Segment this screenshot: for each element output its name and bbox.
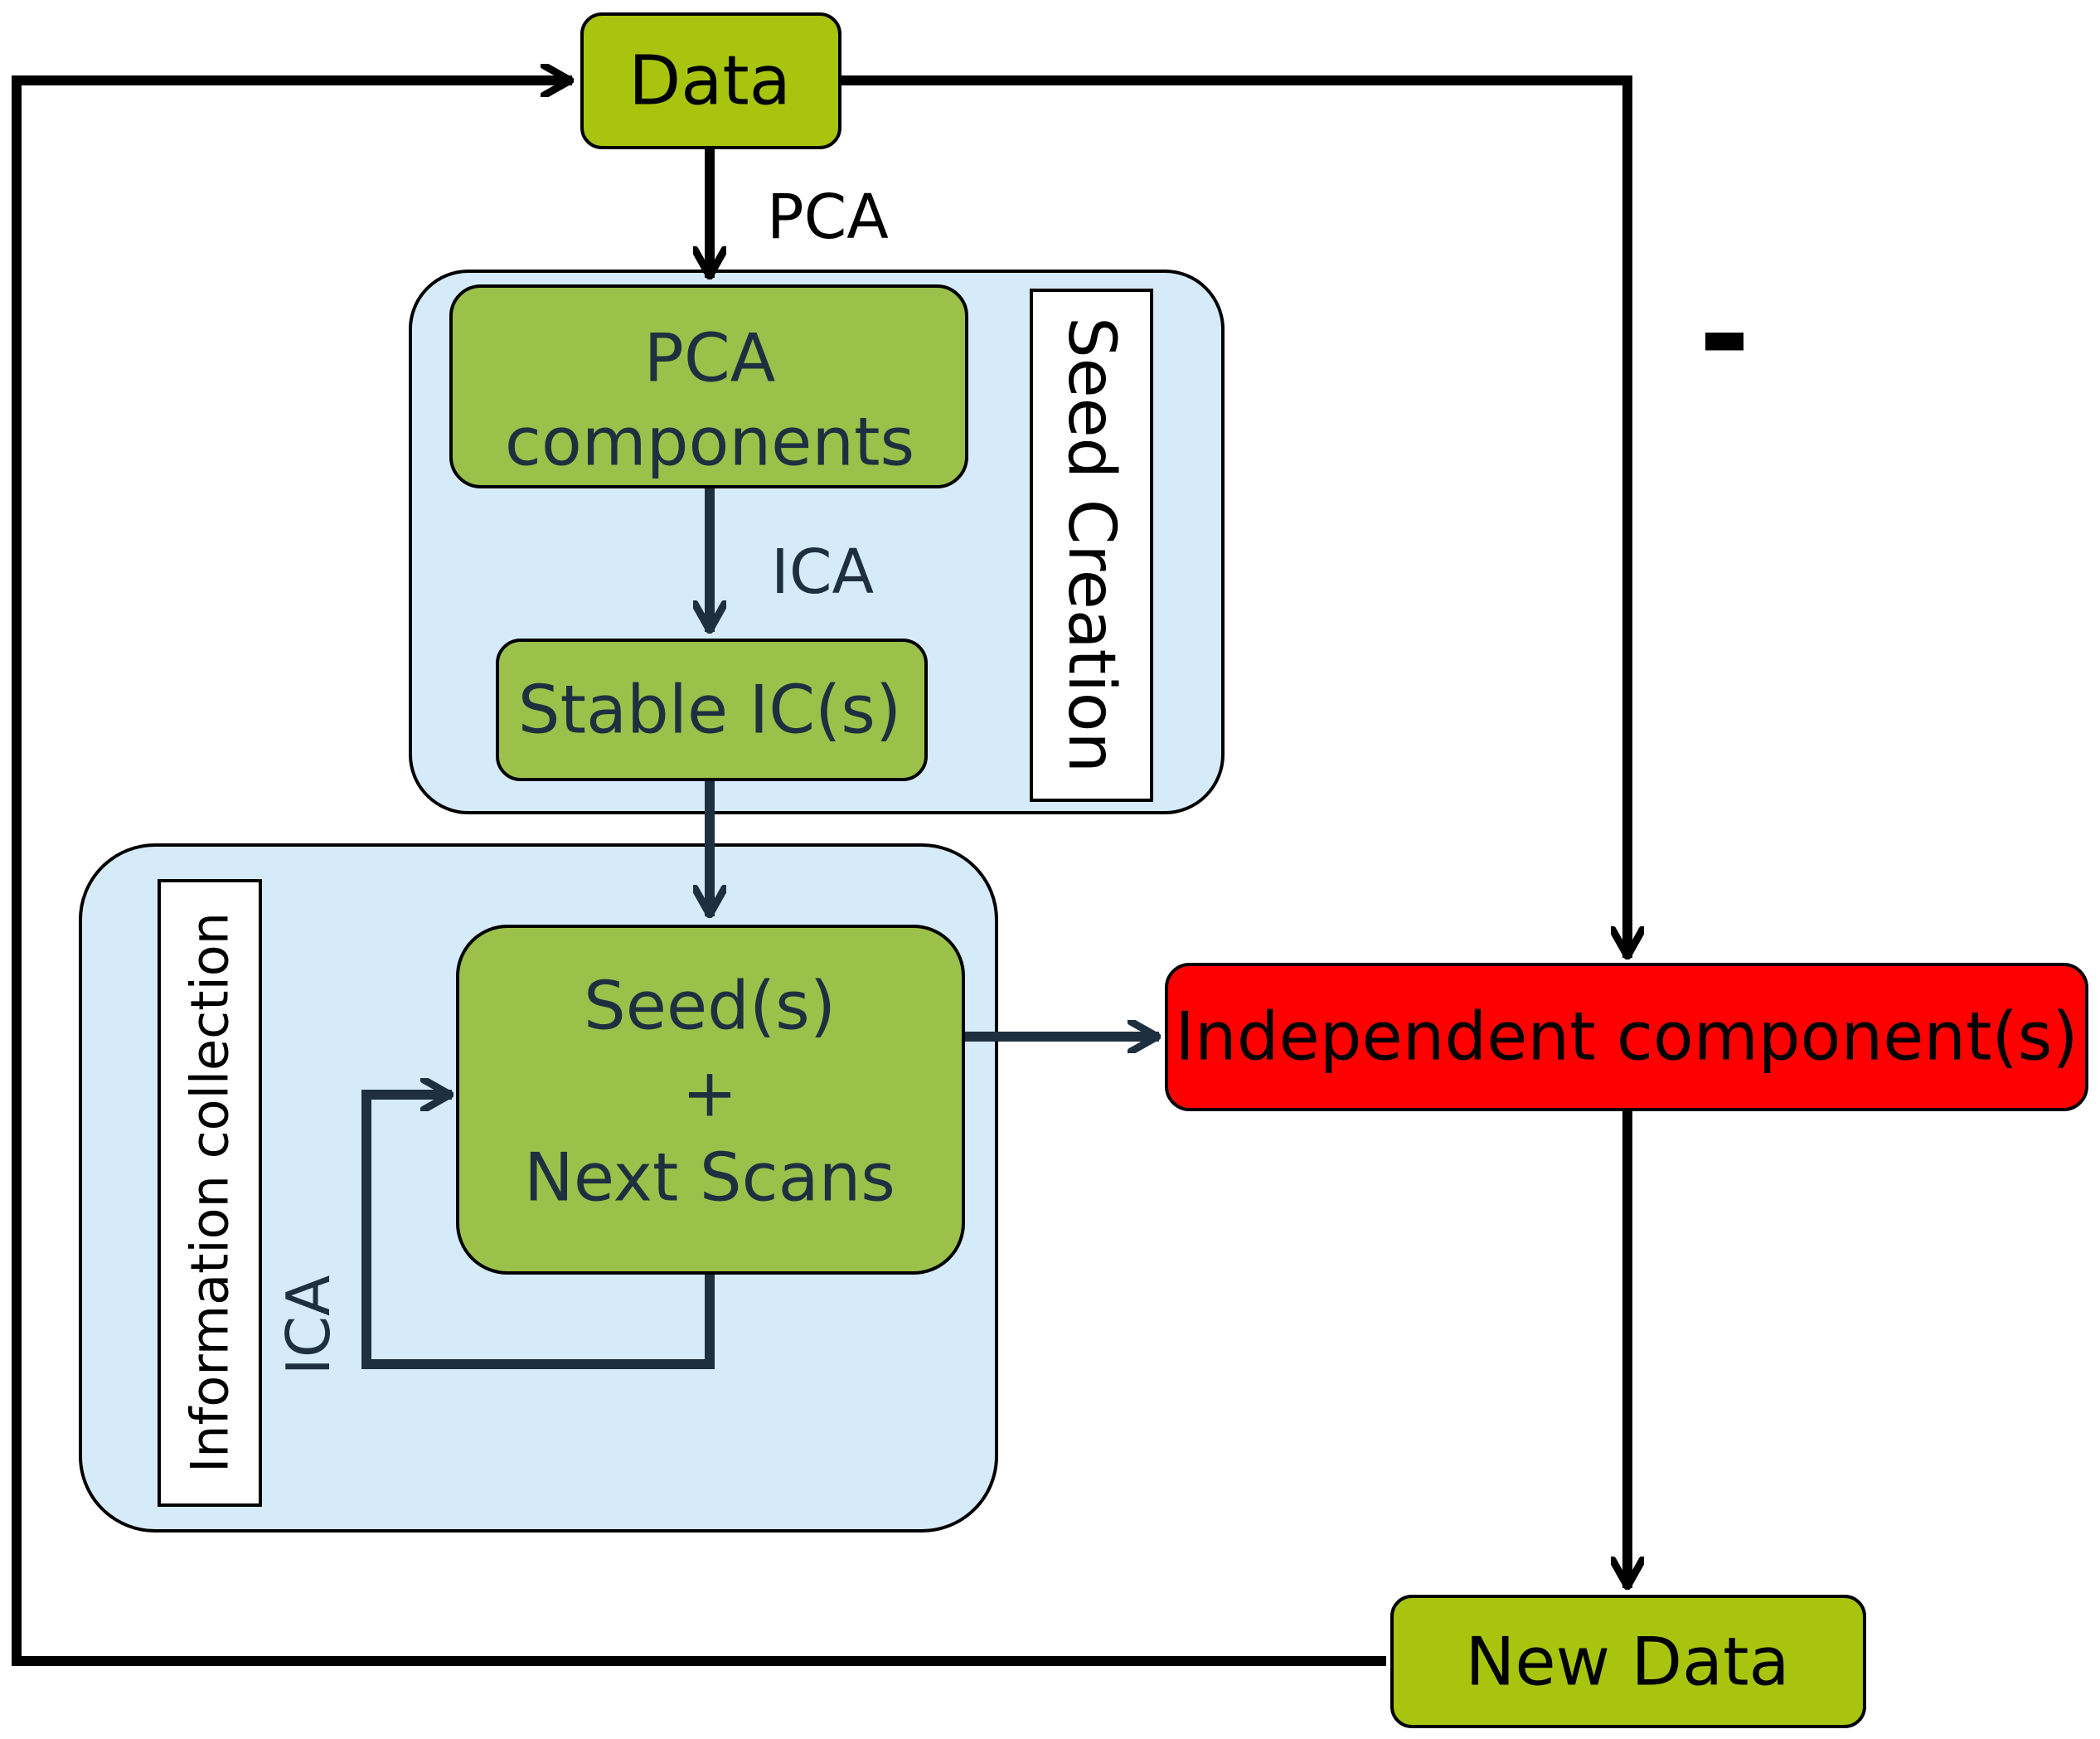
information-collection-label: Information collection [180,912,240,1473]
new-data-node [1390,1595,1866,1728]
minus-sign: - [1699,263,1750,407]
pca-components-node [449,284,968,488]
pca-edge-label: PCA [767,182,889,253]
seed-label-line2: + [681,1055,737,1132]
stable-ic-node [496,639,928,781]
data-node-label: Data [628,42,791,121]
seed-label-line3: Next Scans [524,1139,895,1217]
pca-components-label-line2: components [505,404,914,481]
seed-label-line1: Seed(s) [584,968,836,1045]
feedback-edge [12,80,1386,1666]
independent-components-node [1165,963,2088,1111]
ica-loop-edge-label: ICA [274,1275,343,1376]
ica-edge-label: ICA [771,537,874,608]
new-data-label: New Data [1466,1624,1790,1701]
independent-components-label: Independent component(s) [1175,998,2078,1076]
stable-ic-label: Stable IC(s) [518,672,901,749]
seed-next-scans-node [456,925,965,1275]
data-to-result-edge [840,75,1627,958]
seed-creation-label-box [1030,289,1153,802]
seed-creation-label: Seed Creation [1054,317,1128,773]
data-node [580,12,841,149]
ica-loop-edge [361,1095,715,1369]
information-collection-label-box [158,879,262,1507]
pca-components-label-line1: PCA [644,320,776,397]
